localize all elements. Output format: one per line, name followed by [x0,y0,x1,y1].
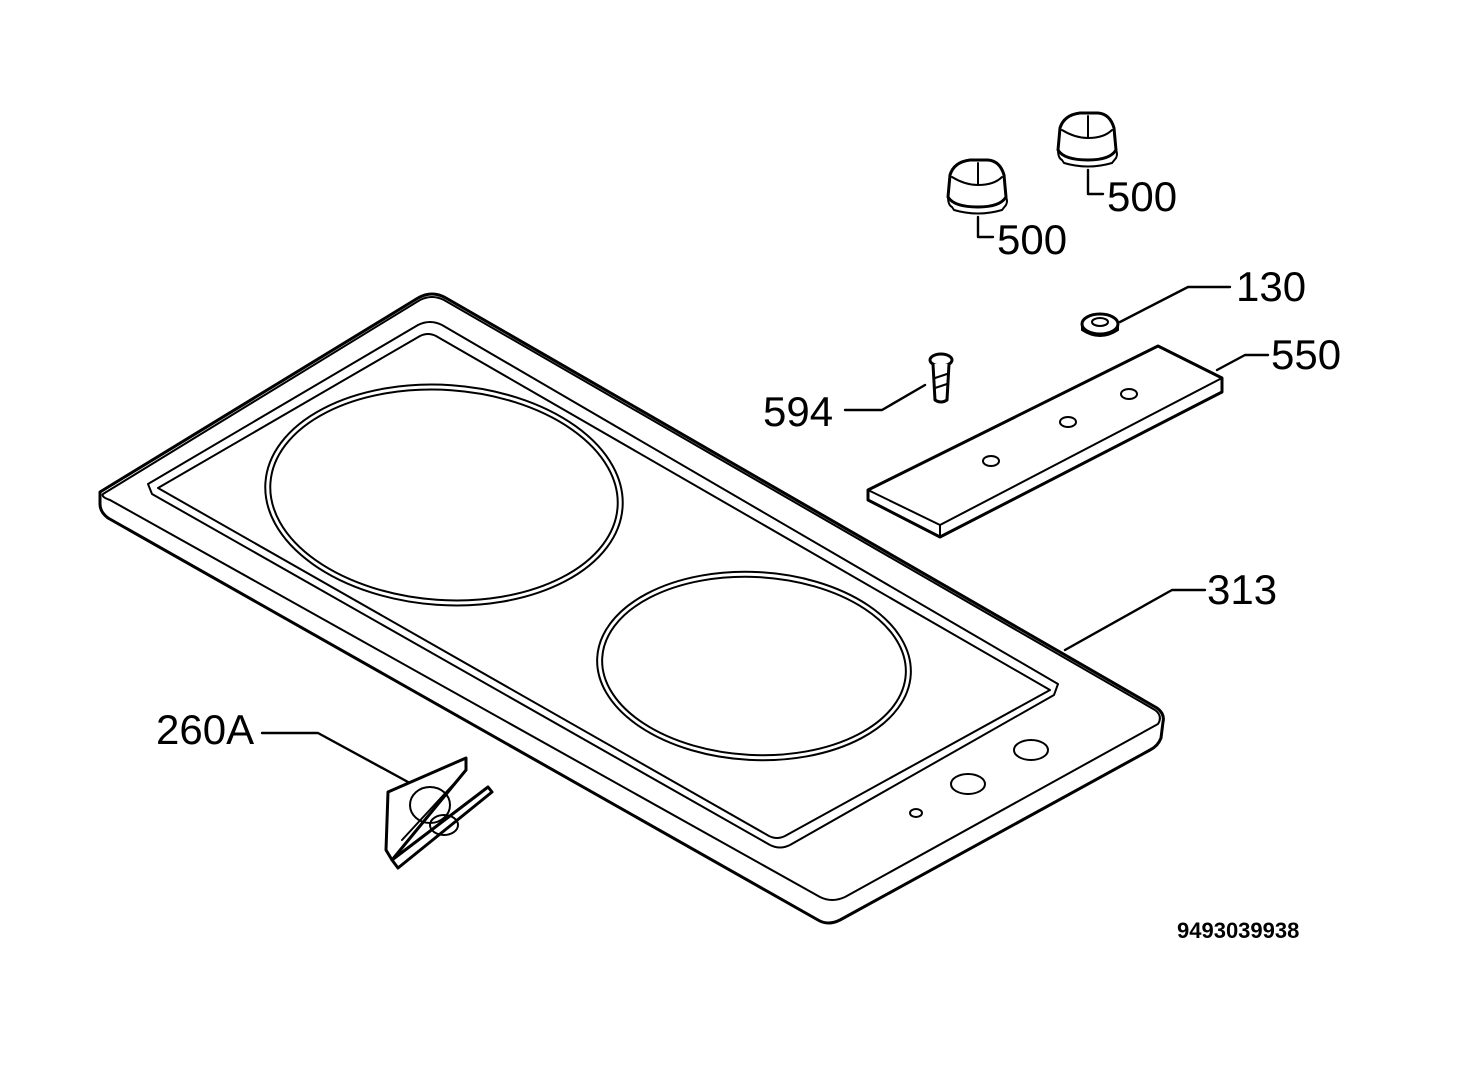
hob-inner-rim [147,321,1059,849]
control-knob-500-left [946,158,1008,215]
document-number: 9493039938 [1177,918,1299,943]
hob-part-313 [98,292,1165,925]
leader-500-right [1086,168,1105,196]
leader-260A [260,731,410,784]
control-knob-500-right [1056,111,1118,168]
callout-130: 130 [1236,263,1306,310]
hob-glass-panel [157,333,1051,839]
bracket-hole-1 [982,455,1000,467]
callout-313: 313 [1207,566,1277,613]
cooking-zone-large-inner [269,388,619,602]
leader-550 [1215,353,1270,372]
indicator-light-hole [909,808,923,818]
bracket-hole-2 [1059,416,1077,428]
bracket-hole-3 [1120,388,1138,400]
nut-part-130 [1080,312,1120,337]
hob-top-edge [101,296,1161,901]
screw-part-594 [928,352,954,404]
cooking-zone-large [264,383,624,607]
cooking-zone-small [596,570,912,762]
knob-hole-left [950,773,986,795]
leader-594 [843,383,927,412]
leader-500-left [976,215,995,239]
leader-130 [1118,285,1232,324]
callout-500-left: 500 [997,216,1067,263]
callout-594: 594 [763,388,833,435]
leader-313 [1063,588,1207,652]
callout-550: 550 [1271,331,1341,378]
cooking-zone-small-inner [601,575,907,757]
clip-part-260A [384,756,494,870]
callout-500-right: 500 [1107,173,1177,220]
bracket-part-550 [866,344,1224,539]
callout-260A: 260A [156,706,254,753]
knob-hole-right [1013,739,1049,761]
